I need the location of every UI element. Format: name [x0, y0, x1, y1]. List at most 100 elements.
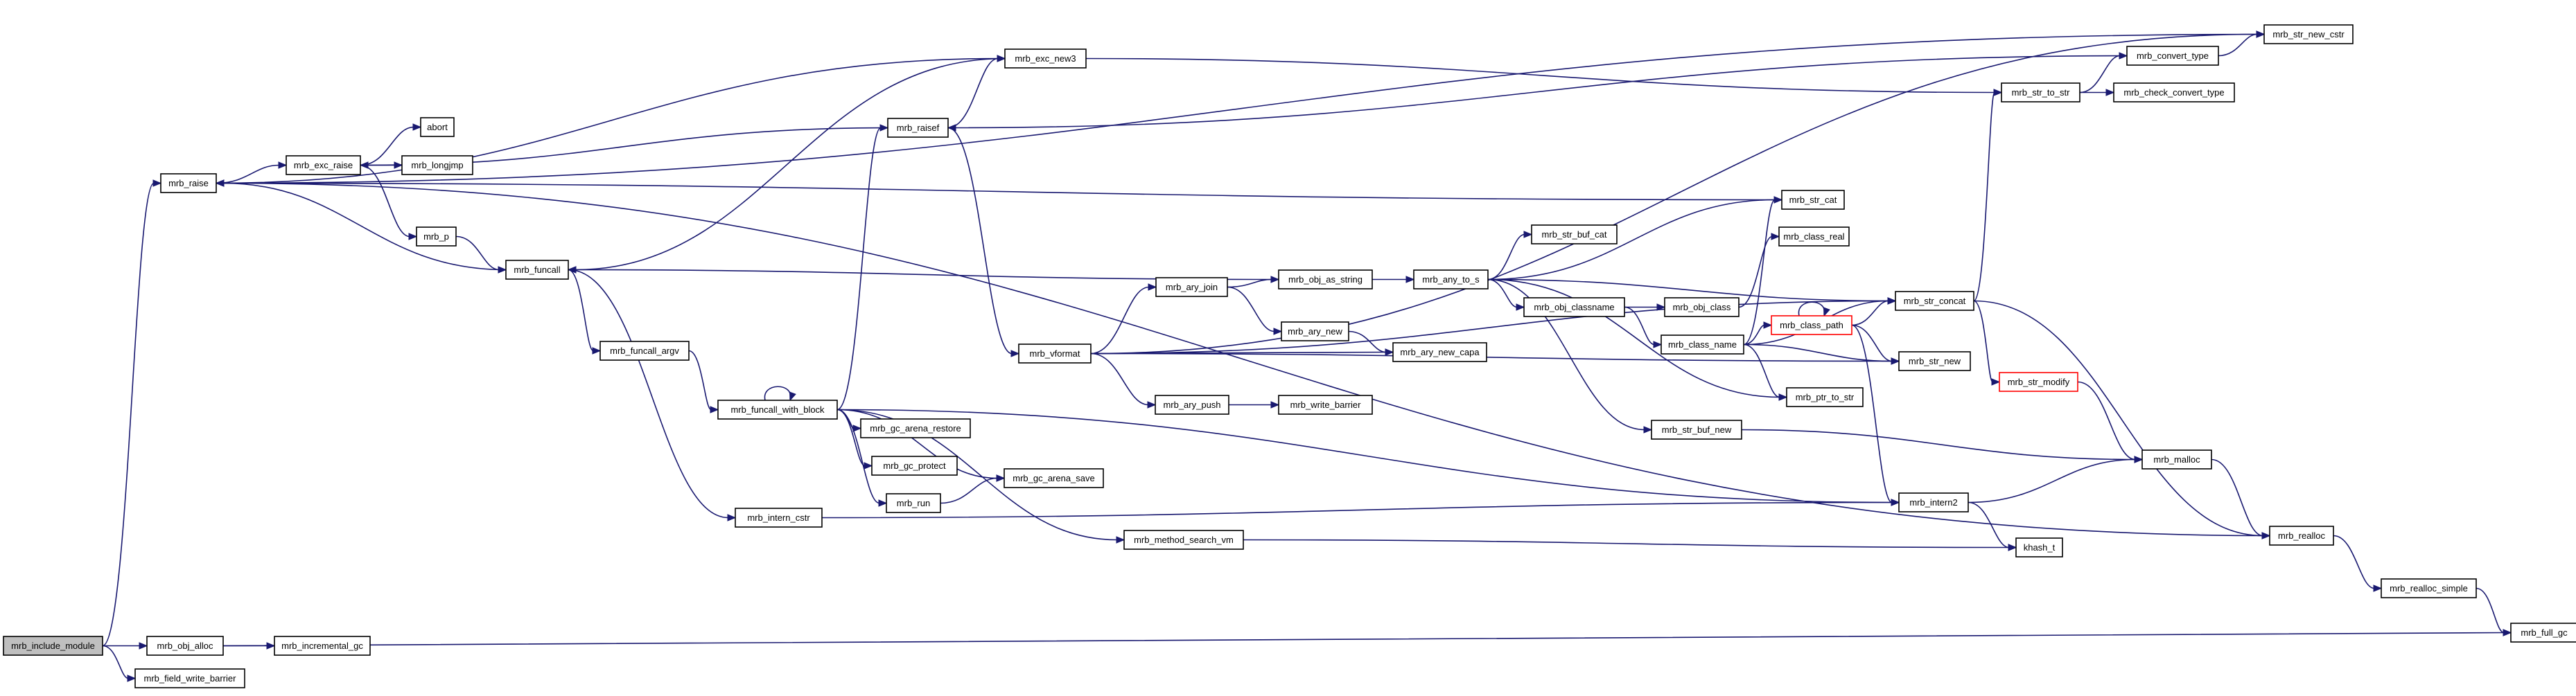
- node-mrb-p[interactable]: mrb_p: [416, 226, 457, 247]
- node-label: mrb_ary_new: [1288, 326, 1342, 337]
- node-mrb-obj-class[interactable]: mrb_obj_class: [1664, 297, 1740, 317]
- edge-line: [1487, 278, 1780, 398]
- edge-mrb_class_name-to-mrb_ptr_to_str: [1743, 343, 1788, 401]
- node-khash-t[interactable]: khash_t: [2015, 537, 2063, 557]
- node-mrb-incremental-gc[interactable]: mrb_incremental_gc: [274, 636, 371, 656]
- arrowhead: [1656, 303, 1666, 311]
- node-box: [2015, 537, 2063, 557]
- node-mrb-longjmp[interactable]: mrb_longjmp: [401, 155, 473, 175]
- edge-line: [1851, 300, 1889, 326]
- node-mrb-realloc[interactable]: mrb_realloc: [2269, 526, 2334, 546]
- node-label: mrb_str_buf_cat: [1542, 229, 1607, 240]
- node-mrb-str-new-cstr[interactable]: mrb_str_new_cstr: [2263, 24, 2354, 44]
- node-mrb-check-convert-type[interactable]: mrb_check_convert_type: [2113, 82, 2235, 102]
- node-mrb-str-concat[interactable]: mrb_str_concat: [1895, 291, 1974, 311]
- node-mrb-ary-new[interactable]: mrb_ary_new: [1281, 321, 1349, 341]
- arrowhead: [1773, 196, 1783, 204]
- node-mrb-vformat[interactable]: mrb_vformat: [1018, 343, 1092, 364]
- edge-mrb_raisef-to-mrb_vformat: [947, 127, 1020, 357]
- node-mrb-full-gc[interactable]: mrb_full_gc: [2510, 623, 2576, 643]
- arrowhead: [2256, 30, 2266, 38]
- edge-line: [1851, 324, 1893, 362]
- node-mrb-ary-join[interactable]: mrb_ary_join: [1155, 277, 1228, 297]
- node-mrb-obj-as-string[interactable]: mrb_obj_as_string: [1278, 269, 1373, 289]
- node-mrb-class-name[interactable]: mrb_class_name: [1661, 334, 1744, 355]
- arrowhead: [1147, 401, 1157, 409]
- node-mrb-run[interactable]: mrb_run: [886, 493, 941, 513]
- node-box: [2001, 82, 2080, 102]
- node-mrb-ptr-to-str[interactable]: mrb_ptr_to_str: [1786, 387, 1864, 407]
- node-mrb-gc-arena-save[interactable]: mrb_gc_arena_save: [1004, 468, 1104, 488]
- node-mrb-method-search-vm[interactable]: mrb_method_search_vm: [1123, 530, 1244, 550]
- edge-line: [455, 235, 500, 271]
- node-label: mrb_malloc: [2153, 454, 2200, 465]
- node-mrb-class-path[interactable]: mrb_class_path: [1771, 315, 1852, 335]
- node-mrb-include-module[interactable]: mrb_include_module: [3, 636, 103, 656]
- node-mrb-write-barrier[interactable]: mrb_write_barrier: [1278, 395, 1373, 415]
- node-box: [1781, 190, 1845, 210]
- edge-mrb_obj_as_string-to-mrb_any_to_s: [1372, 276, 1415, 283]
- node-box: [2263, 24, 2354, 44]
- edge-line: [222, 632, 2505, 647]
- node-mrb-ary-new-capa[interactable]: mrb_ary_new_capa: [1392, 342, 1487, 362]
- edge-line: [1243, 539, 2010, 548]
- edge-line: [1085, 57, 1995, 93]
- node-mrb-str-new[interactable]: mrb_str_new: [1898, 351, 1971, 371]
- node-mrb-str-cat[interactable]: mrb_str_cat: [1781, 190, 1845, 210]
- arrowhead: [1516, 303, 1525, 311]
- node-mrb-raisef[interactable]: mrb_raisef: [887, 118, 949, 138]
- node-mrb-raise[interactable]: mrb_raise: [160, 173, 217, 193]
- node-label: mrb_longjmp: [411, 160, 463, 170]
- node-mrb-intern2[interactable]: mrb_intern2: [1898, 492, 1969, 512]
- node-mrb-gc-protect[interactable]: mrb_gc_protect: [871, 456, 958, 476]
- node-mrb-malloc[interactable]: mrb_malloc: [2141, 449, 2212, 470]
- node-mrb-realloc-simple[interactable]: mrb_realloc_simple: [2381, 578, 2477, 598]
- node-label: mrb_include_module: [11, 641, 95, 651]
- arrowhead: [592, 347, 602, 355]
- node-mrb-exc-new3[interactable]: mrb_exc_new3: [1004, 48, 1087, 69]
- node-mrb-field-write-barrier[interactable]: mrb_field_write_barrier: [134, 668, 245, 688]
- edge-mrb_str_concat-to-mrb_str_to_str: [1973, 89, 2003, 302]
- edge-mrb_exc_raise-to-abort: [360, 123, 422, 166]
- node-box: [1155, 395, 1229, 415]
- edge-line: [1348, 330, 1387, 353]
- node-mrb-str-modify[interactable]: mrb_str_modify: [1999, 372, 2078, 392]
- node-label: mrb_intern2: [1909, 497, 1957, 508]
- node-mrb-class-real[interactable]: mrb_class_real: [1778, 226, 1850, 247]
- node-abort[interactable]: abort: [420, 117, 455, 137]
- node-label: mrb_obj_alloc: [157, 641, 213, 651]
- edge-line: [1090, 300, 1889, 355]
- edge-mrb_vformat-to-mrb_ary_push: [1090, 353, 1157, 409]
- edge-mrb_class_path-to-mrb_intern2: [1851, 324, 1900, 506]
- node-mrb-funcall[interactable]: mrb_funcall: [505, 260, 569, 280]
- edge-mrb_ary_join-to-mrb_obj_as_string: [1227, 276, 1280, 288]
- node-label: mrb_str_modify: [2008, 377, 2070, 387]
- node-mrb-obj-classname[interactable]: mrb_obj_classname: [1523, 297, 1625, 317]
- node-mrb-any-to-s[interactable]: mrb_any_to_s: [1413, 269, 1489, 289]
- edge-mrb_obj_classname-to-mrb_class_name: [1624, 306, 1663, 348]
- node-box: [1898, 351, 1971, 371]
- node-mrb-obj-alloc[interactable]: mrb_obj_alloc: [146, 636, 224, 656]
- node-mrb-exc-raise[interactable]: mrb_exc_raise: [286, 155, 361, 175]
- edge-mrb_exc_raise-to-mrb_p: [360, 164, 418, 240]
- node-mrb-gc-arena-restore[interactable]: mrb_gc_arena_restore: [860, 418, 971, 438]
- node-mrb-funcall-with-block[interactable]: mrb_funcall_with_block: [717, 400, 838, 420]
- node-label: mrb_ptr_to_str: [1796, 392, 1855, 402]
- node-mrb-str-buf-cat[interactable]: mrb_str_buf_cat: [1531, 224, 1618, 244]
- edge-line: [940, 477, 998, 504]
- arrowhead: [359, 161, 369, 169]
- edge-mrb_convert_type-to-mrb_raisef: [947, 55, 2128, 132]
- node-label: mrb_run: [897, 498, 930, 508]
- node-mrb-ary-push[interactable]: mrb_ary_push: [1155, 395, 1229, 415]
- node-label: mrb_gc_protect: [883, 461, 946, 471]
- node-mrb-funcall-argv[interactable]: mrb_funcall_argv: [599, 341, 690, 361]
- edge-mrb_str_concat-to-mrb_str_modify: [1973, 300, 2001, 386]
- node-mrb-intern-cstr[interactable]: mrb_intern_cstr: [735, 508, 823, 528]
- node-mrb-str-to-str[interactable]: mrb_str_to_str: [2001, 82, 2080, 102]
- arrowhead: [1653, 341, 1663, 348]
- node-mrb-convert-type[interactable]: mrb_convert_type: [2126, 46, 2219, 66]
- arrowhead: [1891, 499, 1900, 506]
- node-mrb-str-buf-new[interactable]: mrb_str_buf_new: [1651, 420, 1742, 440]
- node-label: mrb_raise: [168, 178, 209, 188]
